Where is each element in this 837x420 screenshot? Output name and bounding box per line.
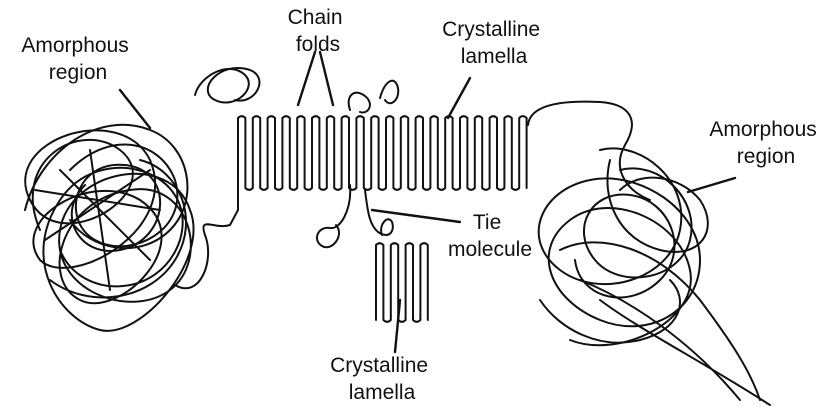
leader-lamella-top: [448, 78, 470, 118]
leader-amorphous-right: [688, 178, 735, 192]
crystalline-lamella-top-folds: [238, 116, 527, 190]
label-tie-molecule: Tie molecule: [448, 211, 532, 261]
label-lamella-top: Crystalline lamella: [442, 18, 546, 68]
small-loop-top: [349, 81, 399, 113]
leader-chain-folds-a: [298, 52, 315, 105]
leader-chain-folds-b: [320, 52, 333, 105]
folded-chain-path-top: [238, 116, 527, 190]
label-chain-folds: Chain folds: [288, 6, 349, 56]
amorphous-region-right-coil: [539, 148, 770, 405]
folded-chain-path-bottom: [376, 243, 428, 322]
leader-amorphous-left: [120, 90, 150, 128]
label-amorphous-right: Amorphous region: [709, 118, 822, 168]
label-lamella-bottom: Crystalline lamella: [330, 354, 434, 404]
label-amorphous-left: Amorphous region: [21, 34, 134, 84]
tie-molecule-strand: [317, 185, 393, 247]
crystalline-lamella-bottom-folds: [376, 243, 428, 322]
top-chain-loop: [195, 68, 259, 103]
amorphous-region-left-coil: [25, 125, 194, 331]
